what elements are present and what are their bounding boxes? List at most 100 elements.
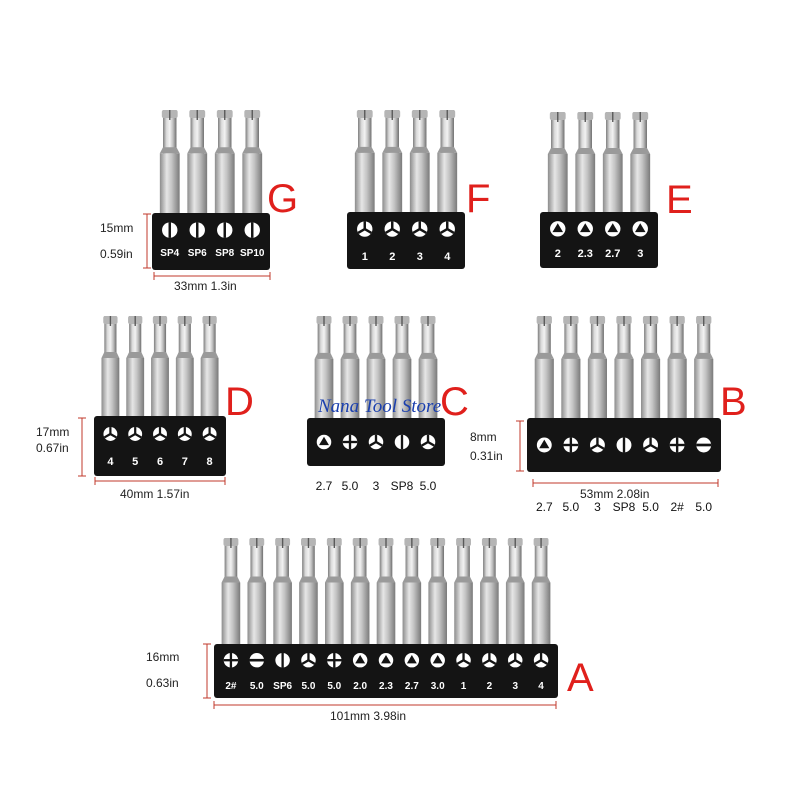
bit-size-label: 5.0 (327, 681, 341, 692)
screwdriver-bit (175, 316, 194, 420)
screwdriver-bit (505, 538, 525, 648)
bit-size-label: 2.7 (316, 479, 333, 493)
bit-size-label: 7 (182, 456, 188, 468)
screwdriver-bit (641, 316, 661, 422)
screwdriver-bit (575, 112, 596, 216)
set-letter-e: E (666, 178, 693, 222)
set-letter-b: B (720, 380, 747, 424)
bit-size-label: 2 (555, 248, 561, 260)
screwdriver-bit (126, 316, 145, 420)
screwdriver-bit (531, 538, 551, 648)
screwdriver-bit (299, 538, 318, 648)
bit-size-label: 1 (362, 251, 368, 263)
screwdriver-bit (354, 110, 375, 216)
bit-size-label: 6 (157, 456, 163, 468)
bit-set-e: 2 2.3 2.7 3 (540, 112, 658, 268)
screwdriver-bit (325, 538, 344, 648)
screwdriver-bit (561, 316, 581, 422)
screwdriver-bit (242, 110, 263, 217)
screwdriver-bit (437, 110, 458, 216)
bit-size-label: SP6 (273, 681, 292, 692)
bit-size-label: 5.0 (250, 681, 264, 692)
set-d-height-in: 0.67in (36, 441, 69, 455)
bit-size-label: SP6 (188, 248, 207, 259)
screwdriver-bit (480, 538, 499, 648)
bit-size-label: SP8 (391, 479, 414, 493)
bit-size-label: 4 (538, 681, 544, 692)
screwdriver-bit (273, 538, 292, 648)
bit-size-label: 2# (225, 681, 237, 692)
bit-size-label: 5.0 (695, 500, 712, 514)
bit-set-a: 2# 5.0 SP6 5.0 5.0 2.0 2.3 2.7 3.0 1 2 3 4 (214, 538, 558, 698)
screwdriver-bit (159, 110, 180, 217)
bit-holder (347, 212, 465, 269)
screwdriver-bit (200, 316, 219, 420)
screwdriver-bit (314, 316, 334, 422)
bit-size-label: 2.7 (536, 500, 553, 514)
bit-size-label: 2.7 (405, 681, 419, 692)
bit-size-label: 2 (487, 681, 493, 692)
set-letter-a: A (567, 656, 594, 700)
bit-size-label: 3 (373, 479, 380, 493)
bit-size-label: 5.0 (302, 681, 316, 692)
bit-holder (540, 212, 658, 268)
bit-size-label: 3 (512, 681, 518, 692)
screwdriver-bit (101, 316, 120, 420)
screwdriver-bit (534, 316, 554, 422)
set-letter-g: G (267, 177, 299, 221)
screwdriver-bit (392, 316, 412, 422)
screwdriver-bit (376, 538, 396, 648)
screwdriver-bit (602, 112, 623, 216)
bit-size-label: SP8 (215, 248, 234, 259)
set-a-width: 101mm 3.98in (330, 709, 407, 723)
bit-size-label: 3 (637, 248, 643, 260)
bit-size-label: 2.7 (605, 248, 620, 260)
set-g-width: 33mm 1.3in (174, 279, 237, 293)
screwdriver-bit (694, 316, 714, 422)
set-letter-d: D (225, 380, 254, 424)
set-b-width: 53mm 2.08in (580, 487, 650, 501)
bit-size-label: 3 (594, 500, 601, 514)
screwdriver-bit (587, 316, 607, 422)
bit-size-label: 5.0 (342, 479, 359, 493)
set-d-height-mm: 17mm (36, 425, 70, 439)
bit-size-label: SP8 (613, 500, 636, 514)
bit-size-label: 2.3 (379, 681, 393, 692)
screwdriver-bit (409, 110, 430, 216)
bit-holder (152, 213, 270, 270)
screwdriver-bit (382, 110, 403, 216)
screwdriver-bit (366, 316, 386, 422)
bit-size-label: 1 (461, 681, 467, 692)
screwdriver-bit (350, 538, 370, 648)
screwdriver-bit (340, 316, 360, 422)
set-letter-c: C (440, 380, 469, 424)
screwdriver-bit (187, 110, 208, 217)
set-letter-f: F (466, 177, 491, 221)
screwdriver-bit (418, 316, 438, 422)
bit-size-label: 3.0 (431, 681, 445, 692)
bit-size-label: 5 (132, 456, 138, 468)
bit-size-label: SP10 (240, 248, 265, 259)
screwdriver-bit (614, 316, 634, 422)
bit-size-label: 2.3 (578, 248, 593, 260)
watermark-text: Nana Tool Store (318, 396, 442, 417)
bit-size-label: 2.0 (353, 681, 367, 692)
bit-size-label: 4 (444, 251, 451, 263)
set-a-height-in: 0.63in (146, 676, 179, 690)
set-a-height-mm: 16mm (146, 650, 180, 664)
bit-size-label: 8 (207, 456, 213, 468)
set-b-height-mm: 8mm (470, 430, 497, 444)
bit-size-label: 2# (670, 500, 684, 514)
screwdriver-bit (428, 538, 447, 648)
screwdriver-bit (667, 316, 687, 422)
bit-size-label: 3 (417, 251, 423, 263)
bit-size-label: 5.0 (642, 500, 659, 514)
screwdriver-bit (402, 538, 422, 648)
